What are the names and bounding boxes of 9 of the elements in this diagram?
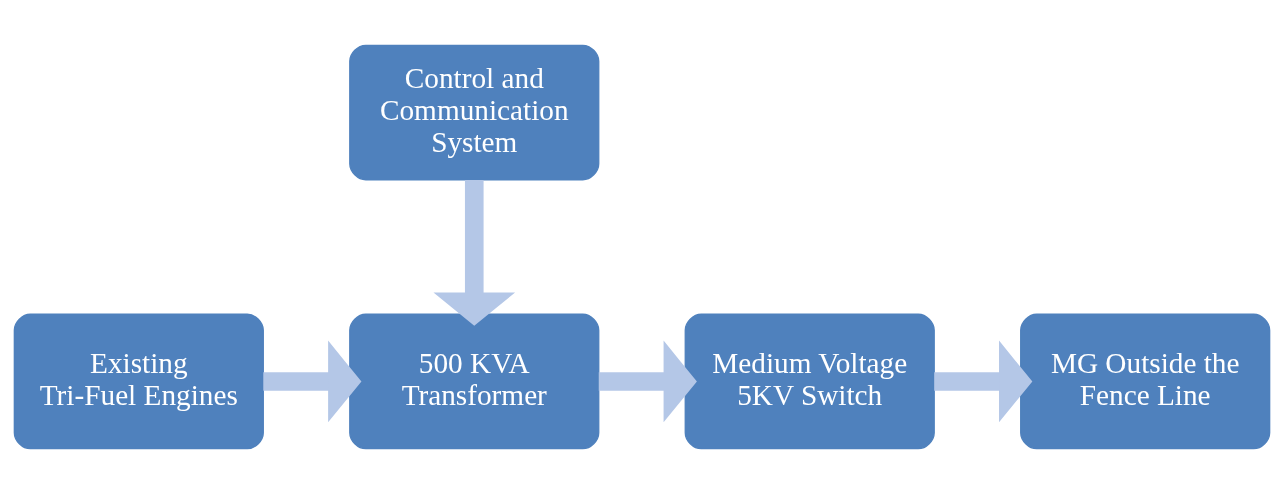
node-box: 500 KVA Transformer [349, 313, 600, 449]
arrow [433, 179, 516, 326]
arrow [263, 340, 362, 422]
node-box: Control and Communication System [349, 44, 600, 180]
arrow [598, 340, 697, 422]
node-box: Medium Voltage 5KV Switch [684, 313, 935, 449]
arrow [934, 340, 1033, 422]
node-box: MG Outside the Fence Line [1020, 313, 1271, 449]
node-box: Existing Tri-Fuel Engines [13, 313, 264, 449]
